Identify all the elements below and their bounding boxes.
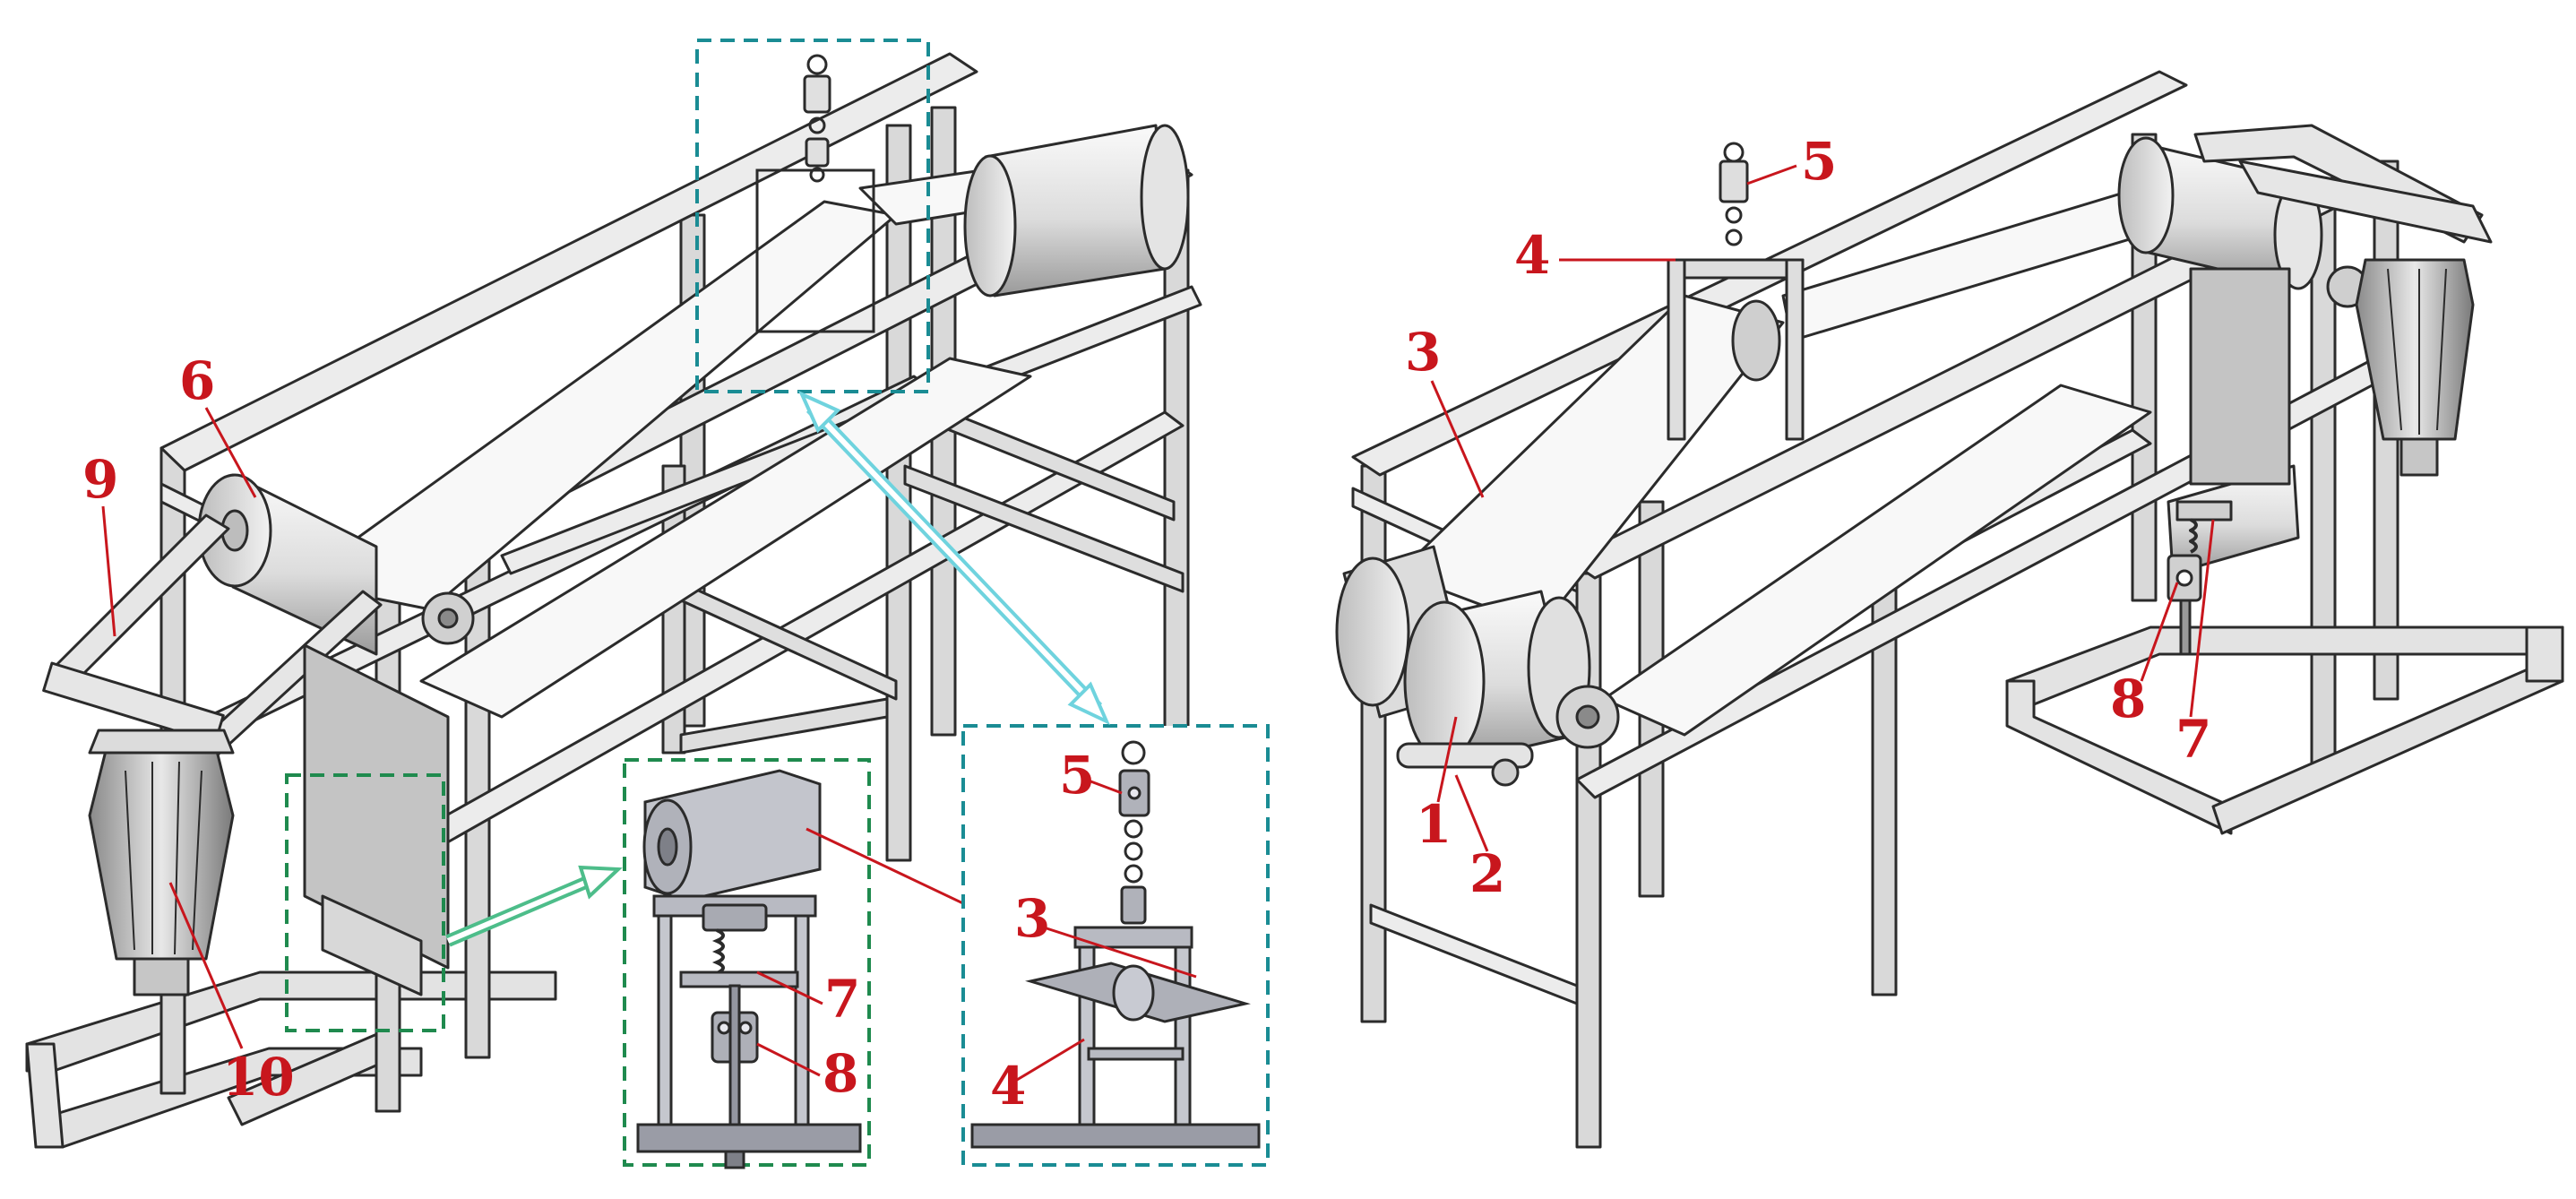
label-3-detail-cyan: 3 [1014,888,1050,949]
label-8-detail-green: 8 [823,1043,858,1104]
left-base-frame [25,970,557,1149]
label-7-detail-green: 7 [824,969,860,1030]
leader-9-left [101,505,116,637]
callout-arrow-cyan [798,391,1110,726]
label-5-detail-cyan: 5 [1059,745,1095,806]
right-rear-base-frame [2005,625,2564,835]
leader-3-detail-cyan [1043,926,1197,979]
right-rear-drum [2117,136,2369,575]
left-assembly-view [25,52,1202,1149]
leader-2-right [1454,774,1489,852]
left-cross-braces [679,392,1185,755]
left-hanging-panel [303,643,450,996]
leader-8-detail-green [756,1042,821,1077]
right-cone-device [2355,258,2475,477]
label-1-right: 1 [1416,794,1452,855]
label-3-right: 3 [1405,322,1441,383]
leader-3-detail-green [806,827,986,916]
leader-5-right [1746,164,1797,185]
detail-cyan-panel [961,724,1270,1167]
callout-arrow-green [445,865,623,947]
label-6-left: 6 [179,350,215,411]
detail-green-panel [623,758,871,1169]
left-cyan-highlight-box [695,39,930,393]
leader-10-left [168,882,244,1049]
leader-5-detail-cyan [1085,778,1123,795]
right-rear-lever [2193,124,2493,244]
right-front-drums [1335,545,1620,787]
left-cone-device [88,729,235,996]
right-top-load-cell [1667,142,1805,441]
leader-7-right [2189,519,2215,718]
leader-6-left [204,407,257,498]
left-green-highlight-box [285,773,445,1032]
label-4-detail-cyan: 4 [990,1056,1026,1117]
right-assembly-view [1335,70,2564,1149]
left-tension-drum [197,473,475,656]
leader-8-right [2140,582,2179,682]
leader-3-right [1430,380,1485,498]
label-7-right: 7 [2175,709,2211,770]
right-tension-spring [2167,500,2233,656]
left-load-cell-chain [755,54,875,333]
label-4-right: 4 [1514,225,1550,286]
leader-1-right [1436,716,1458,803]
label-9-left: 9 [82,449,118,510]
label-10-left: 10 [222,1047,295,1108]
label-2-right: 2 [1469,843,1505,904]
leader-7-detail-green [756,970,823,1005]
label-5-right: 5 [1801,131,1837,192]
left-upper-drum [963,124,1190,298]
leader-4-detail-cyan [1016,1038,1085,1082]
label-8-right: 8 [2110,669,2146,729]
